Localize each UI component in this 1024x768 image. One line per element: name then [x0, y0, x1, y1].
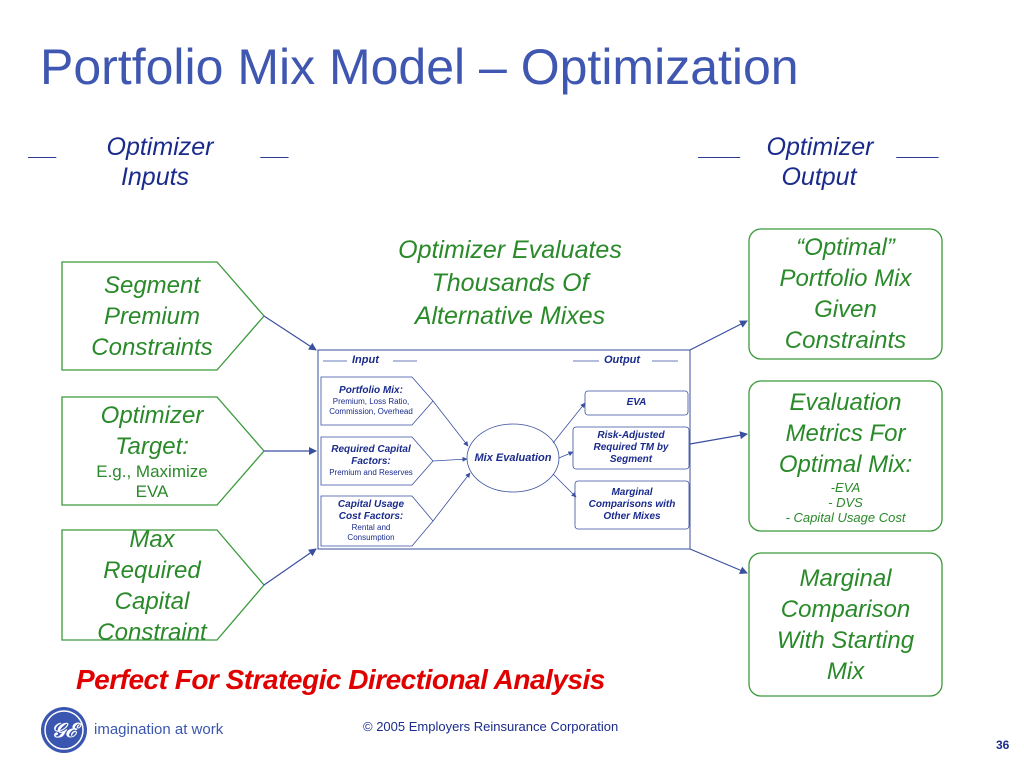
- inner-input-cost-detail2: Consumption: [347, 533, 395, 542]
- output-marginal-line2: Comparison: [780, 595, 911, 623]
- input-capital-line4: Constraint: [97, 619, 207, 646]
- input-capital-line1: Max: [129, 526, 175, 553]
- inner-input-label: Input: [352, 354, 379, 366]
- inner-output-marginal-line3: Other Mixes: [603, 511, 661, 522]
- inner-input-mix-colon: :: [399, 385, 403, 396]
- inner-output-eva: EVA: [585, 391, 688, 415]
- evaluates-line2: Thousands Of: [431, 269, 589, 297]
- output-marginal-line1: Marginal: [799, 564, 892, 592]
- inner-output-marginal-line1: Marginal: [611, 487, 653, 498]
- output-metrics-sub2: - DVS: [828, 495, 863, 510]
- inner-output-risk-adjusted: Risk-Adjusted Required TM by Segment: [573, 427, 689, 469]
- inner-input-mix-detail2: Commission, Overhead: [329, 407, 413, 416]
- output-optimal-line3: Given: [814, 296, 877, 323]
- output-metrics-sub3: - Capital Usage Cost: [785, 510, 906, 525]
- input-target-sub1: E.g., Maximize: [96, 462, 208, 481]
- inner-input-cost-title: Capital Usage Cost Factors: [337, 499, 405, 522]
- output-shape-optimal: [748, 228, 943, 360]
- inner-output-marginal-line2: Comparisons with: [588, 499, 676, 510]
- input-segment-premium: Segment Premium Constraints: [62, 262, 242, 370]
- output-header-prefix: ___: [700, 133, 742, 161]
- inner-input-usage-cost: Capital Usage Cost Factors: Rental and C…: [321, 496, 421, 546]
- inner-input-portfolio-mix: Portfolio Mix: Premium, Loss Ratio, Comm…: [321, 377, 421, 425]
- output-header-line2: Output: [781, 163, 857, 191]
- output-shape-metrics: [748, 380, 943, 532]
- inner-input-cost-detail1: Rental and: [351, 523, 391, 532]
- evaluates-line1: Optimizer Evaluates: [398, 236, 622, 264]
- inner-input-mix-detail1: Premium, Loss Ratio,: [332, 397, 410, 406]
- output-metrics-line1: Evaluation: [789, 389, 902, 416]
- input-segment-line3: Constraints: [91, 333, 213, 361]
- inner-output-eva-line1: EVA: [626, 397, 647, 408]
- input-optimizer-target: Optimizer Target: E.g., Maximize EVA: [62, 397, 242, 505]
- inner-input-shape-cost: [320, 495, 434, 547]
- output-metrics-line2: Metrics For: [785, 420, 906, 447]
- output-optimal-line4: Constraints: [784, 327, 907, 354]
- tagline: Perfect For Strategic Directional Analys…: [76, 664, 605, 695]
- input-capital-line2: Required: [103, 557, 201, 584]
- inputs-header-line1: Optimizer: [106, 133, 214, 161]
- inner-output-shape-risk: [572, 426, 690, 470]
- input-target-line2: Target:: [115, 433, 189, 460]
- inputs-header: __ Optimizer __ Inputs: [30, 132, 290, 192]
- output-marginal-comparison: Marginal Comparison With Starting Mix: [749, 553, 942, 696]
- input-shape-capital: [61, 529, 265, 641]
- output-header: ___ Optimizer ___ Output: [700, 132, 940, 192]
- inner-input-mix-title: Portfolio Mix: [339, 385, 400, 396]
- evaluates-caption: Optimizer Evaluates Thousands Of Alterna…: [360, 234, 660, 333]
- ge-logo-mark: 𝒢ℰ: [51, 718, 77, 742]
- output-metrics-line3: Optimal Mix:: [778, 451, 913, 478]
- slide-title: Portfolio Mix Model – Optimization: [40, 39, 799, 95]
- copyright: © 2005 Employers Reinsurance Corporation: [363, 719, 619, 734]
- input-shape-segment: [61, 261, 265, 371]
- output-header-line1: Optimizer: [766, 133, 874, 161]
- inner-output-label: Output: [604, 354, 641, 366]
- output-optimal-line2: Portfolio Mix: [779, 265, 912, 292]
- inner-input-factors-colon: :: [387, 456, 391, 467]
- output-evaluation-metrics: Evaluation Metrics For Optimal Mix: -EVA…: [749, 381, 942, 531]
- inner-output-risk-line3: Segment: [609, 454, 653, 465]
- inputs-header-prefix: __: [30, 133, 58, 161]
- inner-input-capital-factors: Required Capital Factors: Premium and Re…: [321, 437, 421, 485]
- input-target-line1: Optimizer: [100, 402, 204, 429]
- input-segment-line2: Premium: [103, 302, 200, 330]
- input-segment-line1: Segment: [103, 271, 201, 299]
- inner-output-shape-marginal: [574, 480, 690, 530]
- inner-input-shape-mix: [320, 376, 434, 426]
- logo-tagline: imagination at work: [94, 721, 224, 738]
- inputs-header-line2: Inputs: [120, 163, 190, 191]
- output-shape-marginal: [748, 552, 943, 697]
- inner-output-marginal: Marginal Comparisons with Other Mixes: [575, 481, 689, 529]
- inner-input-cost-colon: :: [399, 511, 404, 522]
- inner-input-shape-factors: [320, 436, 434, 486]
- output-header-suffix: ___: [898, 133, 940, 161]
- inner-input-factors-title: Required Capital Factors: [331, 444, 411, 467]
- mix-evaluation-label: Mix Evaluation: [467, 424, 559, 492]
- inner-input-factors-detail1: Premium and Reserves: [329, 468, 413, 477]
- ge-logo-icon: [41, 707, 87, 753]
- output-marginal-line3: With Starting: [776, 626, 915, 654]
- page-number: 36: [996, 738, 1010, 752]
- mix-evaluation-text: Mix Evaluation: [474, 452, 552, 464]
- inner-output-risk-line2: Required TM by: [593, 442, 669, 453]
- input-capital-line3: Capital: [114, 588, 190, 615]
- input-max-capital: Max Required Capital Constraint: [62, 524, 242, 648]
- input-target-sub2: EVA: [135, 482, 169, 501]
- output-marginal-line4: Mix: [826, 657, 865, 685]
- input-shape-target: [61, 396, 265, 506]
- evaluates-line3: Alternative Mixes: [414, 302, 606, 330]
- inner-output-risk-line1: Risk-Adjusted: [597, 430, 665, 441]
- inputs-header-suffix: __: [262, 133, 290, 161]
- output-optimal-line1: “Optimal”: [796, 234, 895, 261]
- output-optimal-mix: “Optimal” Portfolio Mix Given Constraint…: [749, 229, 942, 359]
- output-metrics-sub1: -EVA: [830, 480, 861, 495]
